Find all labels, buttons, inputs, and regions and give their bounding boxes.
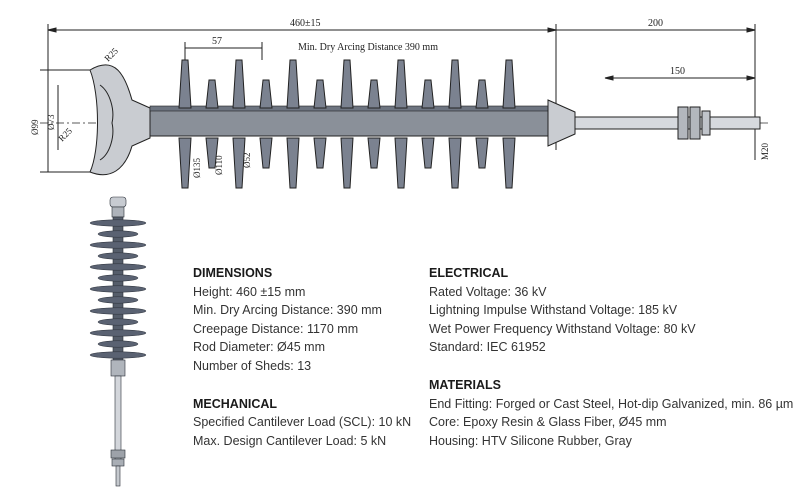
photo-shed (97, 252, 139, 260)
photo-shed (97, 296, 139, 304)
dimensions-line: Rod Diameter: Ø45 mm (193, 340, 325, 355)
shed (340, 59, 354, 189)
shed (367, 79, 381, 169)
r25-top-label: R25 (102, 45, 120, 63)
photo-shed (89, 351, 147, 359)
dimensions-line: Creepage Distance: 1170 mm (193, 321, 359, 336)
shed (259, 79, 273, 169)
photo-shed (89, 241, 147, 249)
shed (421, 79, 435, 169)
photo-shed (89, 219, 147, 227)
dimensions-heading: DIMENSIONS (193, 266, 273, 280)
electrical-line: Rated Voltage: 36 kV (429, 284, 547, 299)
shed (394, 59, 408, 189)
thread-label: M20 (760, 142, 770, 160)
shed (475, 79, 489, 169)
shed (286, 59, 300, 189)
shed-gap-label: 57 (212, 36, 222, 47)
materials-line: Core: Epoxy Resin & Glass Fiber, Ø45 mm (429, 415, 667, 430)
shed (502, 59, 516, 189)
diameter-135-label: Ø135 (192, 158, 202, 178)
length-dimension-label: 460±15 (290, 18, 321, 29)
dimensions-line: Min. Dry Arcing Distance: 390 mm (193, 303, 382, 318)
shed (313, 79, 327, 169)
photo-shed (97, 274, 139, 282)
arcing-distance-note: Min. Dry Arcing Distance 390 mm (298, 42, 438, 53)
mechanical-line: Specified Cantilever Load (SCL): 10 kN (193, 415, 412, 430)
photo-shed (97, 318, 139, 326)
photo-shed (89, 285, 147, 293)
photo-shed (97, 230, 139, 238)
diameter-99-label: Ø99 (30, 119, 40, 135)
photo-shed (89, 329, 147, 337)
dimensions-line: Number of Sheds: 13 (193, 358, 312, 373)
materials-line: Housing: HTV Silicone Rubber, Gray (429, 433, 632, 448)
specs-left-column: DIMENSIONS Height: 460 ±15 mm Min. Dry A… (193, 264, 411, 450)
rod-dimension-label: 150 (670, 66, 685, 77)
diameter-110-label: Ø110 (214, 155, 224, 175)
diameter-73-label: Ø73 (46, 114, 56, 130)
specs-right-column: ELECTRICAL Rated Voltage: 36 kV Lightnin… (429, 264, 793, 450)
r25-left-label: R25 (56, 125, 74, 143)
dimensions-line: Height: 460 ±15 mm (193, 284, 306, 299)
diameter-52-label: Ø52 (242, 153, 252, 169)
right-dimension-label: 200 (648, 18, 663, 29)
shed (448, 59, 462, 189)
mechanical-line: Max. Design Cantilever Load: 5 kN (193, 433, 387, 448)
materials-heading: MATERIALS (429, 377, 501, 392)
electrical-line: Standard: IEC 61952 (429, 340, 546, 355)
photo-shed (89, 263, 147, 271)
insulator-technical-drawing: 460±15 200 150 57 Min. Dry Arcing Distan… (30, 18, 770, 189)
electrical-line: Lightning Impulse Withstand Voltage: 185… (429, 303, 678, 318)
mechanical-heading: MECHANICAL (193, 396, 278, 411)
photo-shed (97, 340, 139, 348)
electrical-heading: ELECTRICAL (429, 266, 509, 280)
shed (232, 59, 246, 189)
insulator-photo (89, 196, 147, 487)
shed (205, 79, 219, 169)
materials-line: End Fitting: Forged or Cast Steel, Hot-d… (429, 396, 794, 411)
photo-shed (89, 307, 147, 315)
electrical-line: Wet Power Frequency Withstand Voltage: 8… (429, 321, 696, 336)
shed (178, 59, 192, 189)
